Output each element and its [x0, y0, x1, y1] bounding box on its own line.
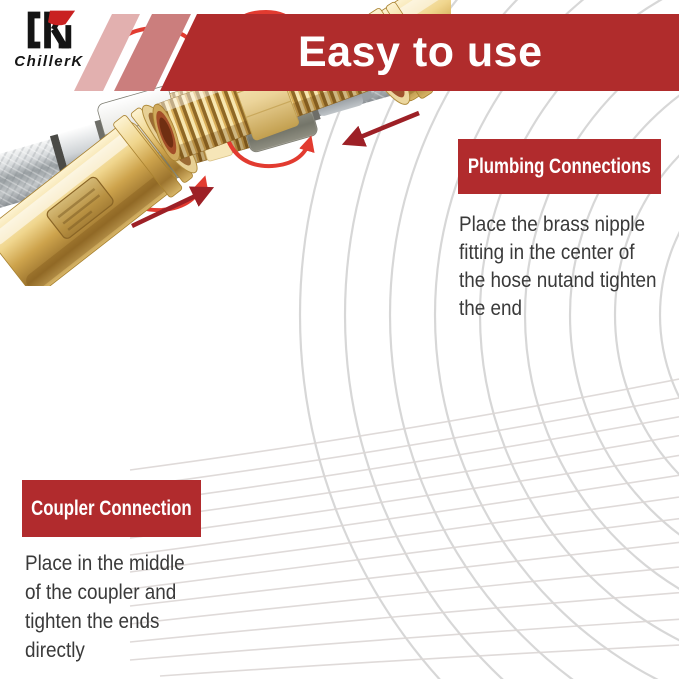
text-line: of the coupler and [25, 581, 177, 604]
header-banner: Easy to use [160, 14, 679, 91]
coupler-connection-label: Coupler Connection [22, 480, 201, 537]
assembly-arrow-toward-right [131, 186, 215, 229]
collar-ring [113, 115, 183, 198]
plumbing-connections-label-text: Plumbing Connections [468, 154, 651, 178]
assembly-arrows [131, 110, 420, 229]
plumbing-connections-label: Plumbing Connections [458, 139, 661, 194]
text-line: the hose nutand tighten [459, 269, 657, 292]
coupler-connection-label-text: Coupler Connection [31, 496, 192, 520]
plumbing-connections-description: Place the brass nipple fitting in the ce… [459, 211, 657, 323]
text-line: tighten the ends [25, 610, 160, 633]
banner-title: Easy to use [298, 28, 543, 76]
embossed-stamp [46, 176, 114, 239]
hose-braid-left [0, 137, 71, 227]
text-line: directly [25, 639, 85, 662]
bracket-k-logo-icon [27, 10, 76, 49]
text-line: Place in the middle [25, 552, 185, 575]
assembly-arrow-toward-left [341, 110, 420, 147]
sweep-lines [129, 378, 679, 677]
text-line: Place the brass nipple [459, 213, 645, 236]
brand-logo: ChillerK [12, 8, 86, 70]
concentric-arcs [299, 0, 679, 679]
coupler-connection-description: Place in the middle of the coupler and t… [25, 549, 185, 665]
text-line: the end [459, 297, 523, 320]
text-line: fitting in the center of [459, 241, 635, 264]
brand-name: ChillerK [14, 53, 84, 70]
open-bore-end [152, 103, 180, 162]
